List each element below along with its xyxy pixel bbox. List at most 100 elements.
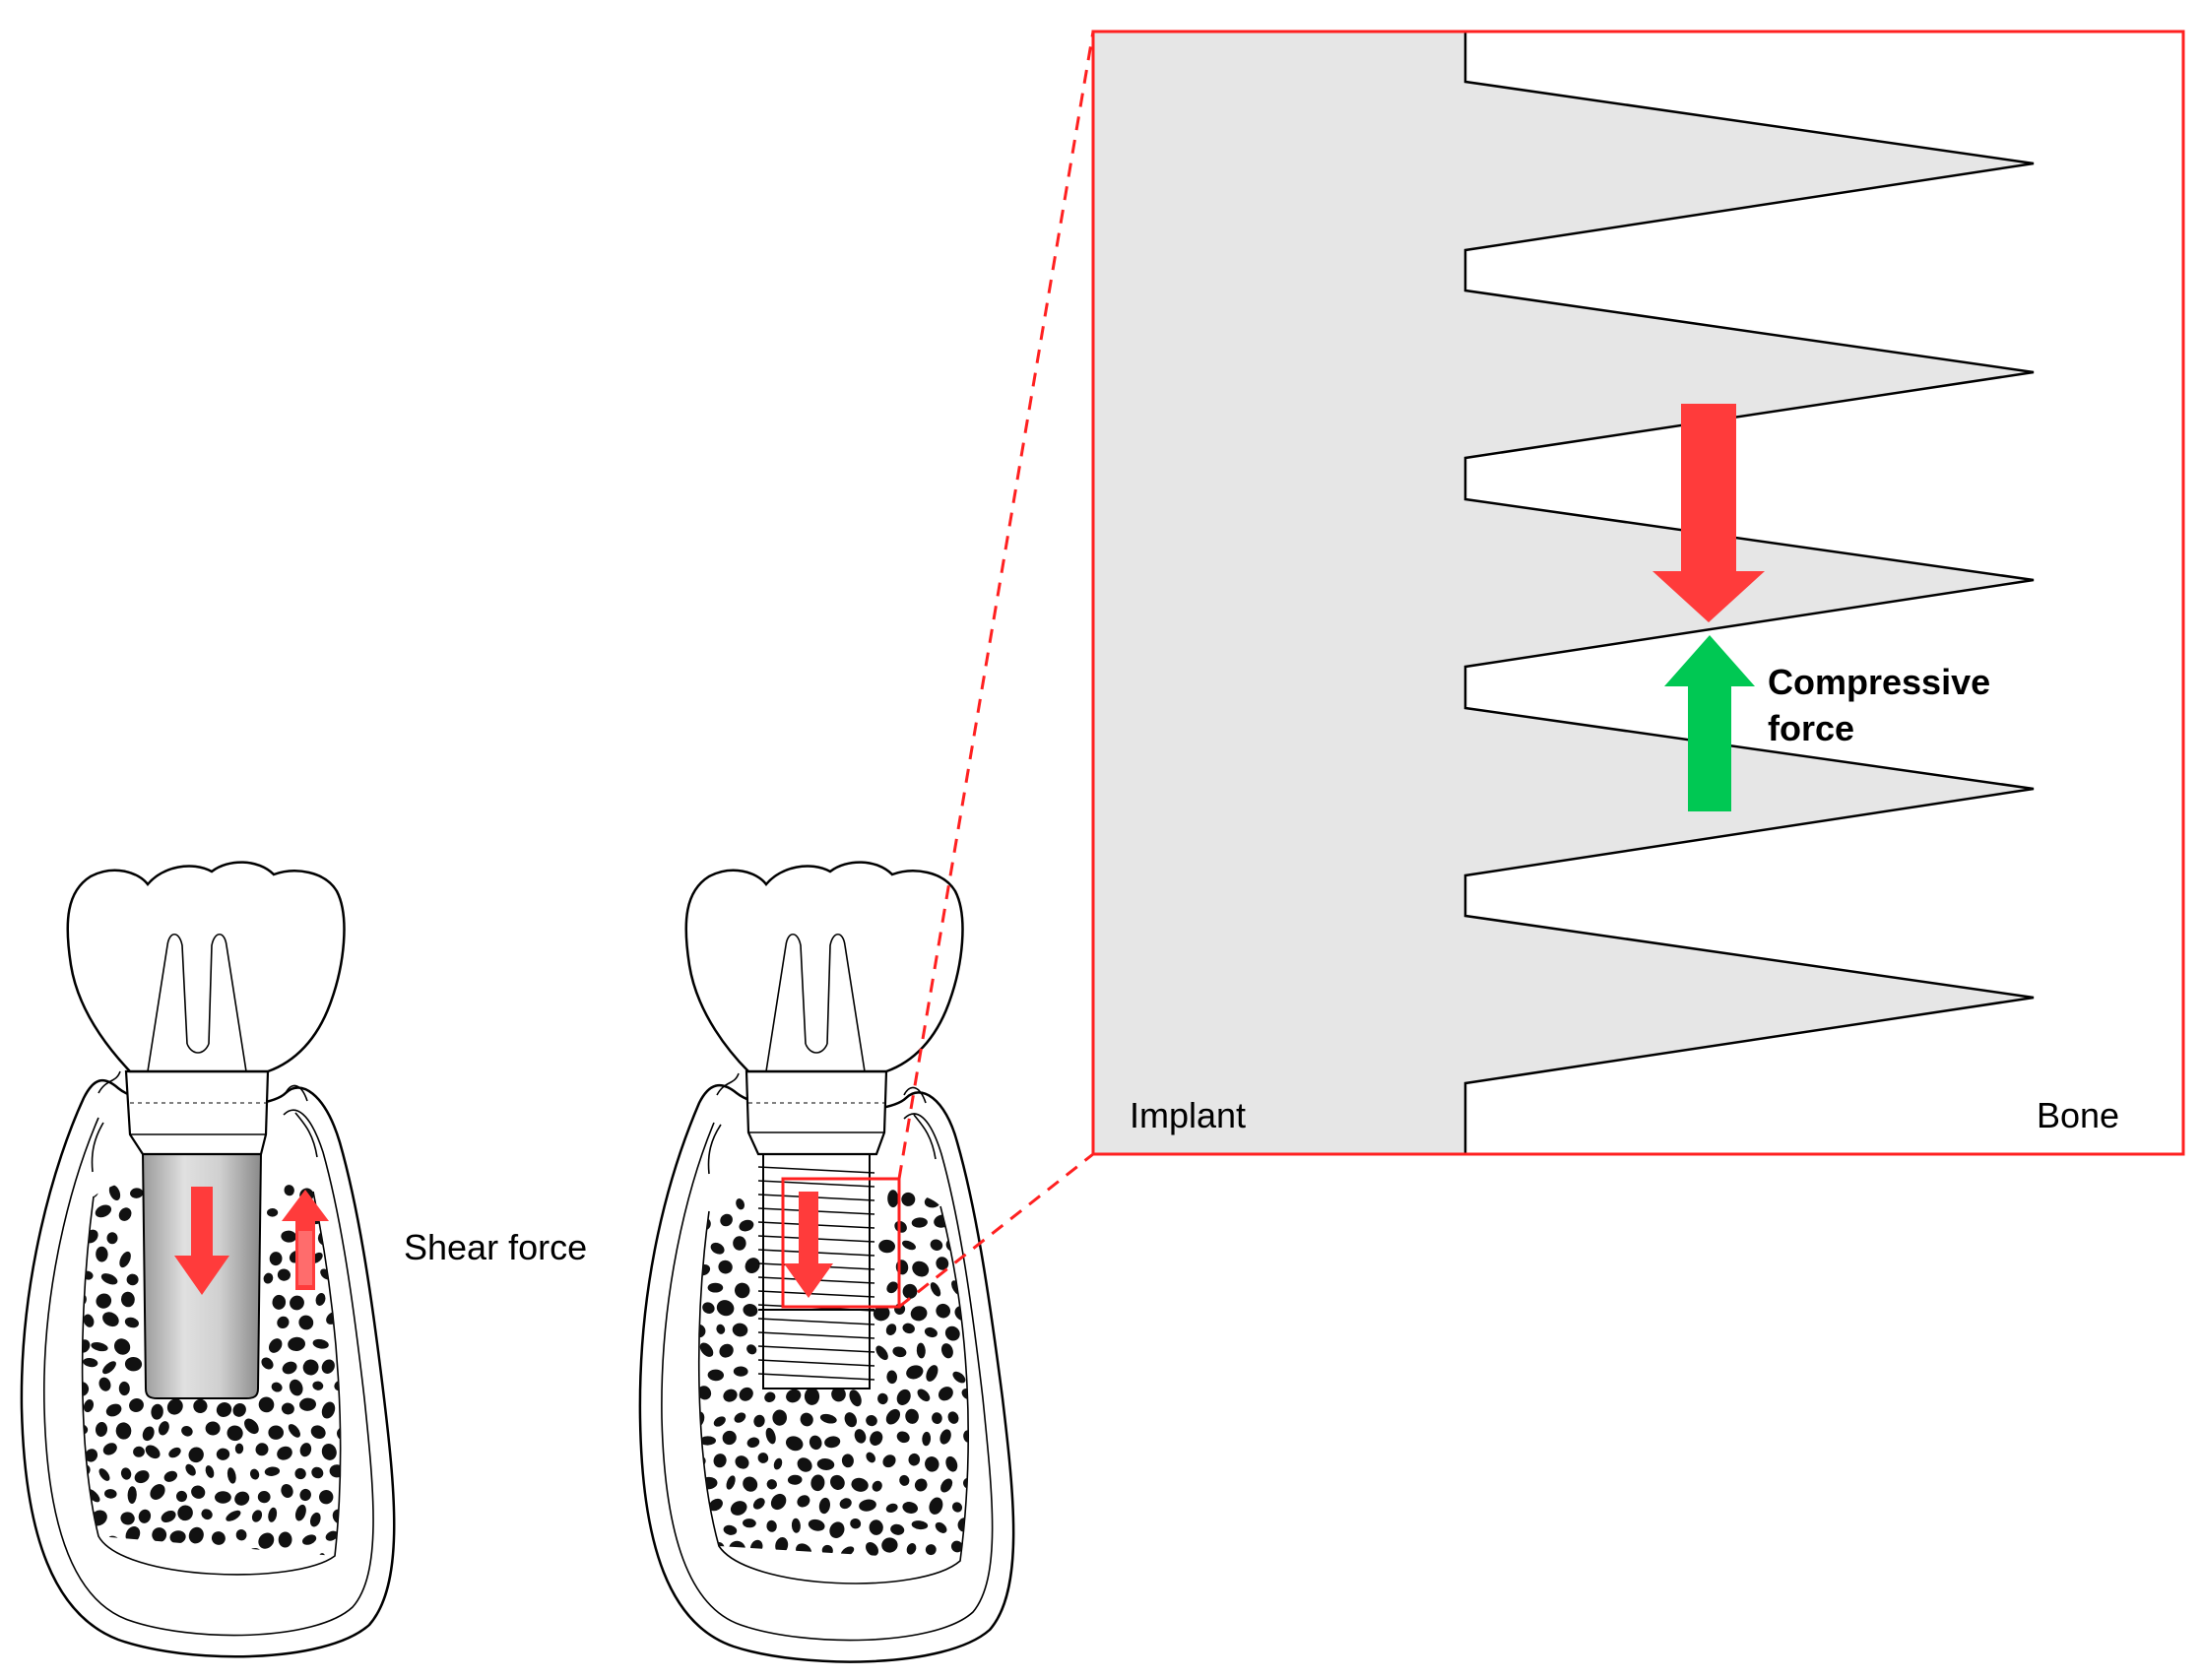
bone-pore	[906, 1543, 917, 1555]
bone-pore	[344, 1489, 362, 1504]
bone-pore	[849, 1389, 862, 1407]
bone-pore	[177, 1505, 193, 1521]
bone-pore	[342, 1399, 356, 1412]
bone-pore	[739, 1219, 754, 1232]
bone-pore	[830, 1474, 845, 1490]
bone-pore	[268, 1507, 278, 1522]
bone-pore	[82, 1552, 86, 1556]
trabecular-bone-middle	[676, 1190, 990, 1577]
bone-pore	[272, 1294, 287, 1310]
bone-pore	[914, 1559, 932, 1577]
bone-pore	[249, 1468, 260, 1480]
bone-pore	[859, 1499, 876, 1512]
bone-pore	[82, 1339, 91, 1353]
bone-pore	[302, 1359, 319, 1376]
bone-pore	[281, 1402, 294, 1415]
bone-pore	[124, 1317, 139, 1328]
bone-pore	[299, 1397, 316, 1411]
crown-left	[66, 861, 346, 1073]
bone-pore	[841, 1454, 854, 1468]
bone-pore	[245, 1547, 263, 1556]
bone-pore	[866, 1542, 878, 1556]
bone-pore	[935, 1521, 947, 1533]
bone-pore	[67, 1311, 79, 1325]
bone-pore	[232, 1402, 246, 1417]
cortical-outline-left	[81, 1191, 342, 1576]
bone-pore	[107, 1535, 120, 1546]
bone-pore	[708, 1498, 723, 1512]
bone-pore	[106, 1232, 118, 1245]
bone-pore	[940, 1478, 953, 1493]
bone-pore	[963, 1219, 969, 1233]
bone-pore	[939, 1429, 951, 1445]
bone-pore	[678, 1219, 692, 1233]
bone-pore	[124, 1356, 143, 1372]
bone-pore	[317, 1230, 335, 1247]
bone-pore	[193, 1398, 208, 1414]
bone-pore	[55, 1378, 67, 1388]
bone-pore	[161, 1510, 176, 1523]
bone-pore	[98, 1377, 111, 1391]
bone-pore	[743, 1304, 758, 1317]
bone-pore	[683, 1541, 701, 1560]
bone-pore	[100, 1273, 118, 1285]
bone-pore	[680, 1389, 692, 1400]
bone-pore	[277, 1268, 291, 1281]
bone-pore	[775, 1537, 789, 1554]
bone-pore	[716, 1300, 735, 1317]
bone-pore	[271, 1382, 283, 1392]
bone-pore	[267, 1207, 279, 1217]
bone-pore	[676, 1348, 691, 1364]
cortical-outline-middle	[697, 1205, 969, 1584]
bone-pore	[698, 1519, 707, 1531]
bone-pore	[102, 1443, 117, 1455]
bone-pore	[720, 1213, 733, 1227]
bone-pore	[181, 1551, 196, 1556]
bone-pore	[244, 1418, 259, 1435]
bone-pore	[138, 1509, 152, 1523]
bone-pore	[319, 1489, 334, 1505]
bone-pore	[321, 1359, 335, 1374]
bone-pore	[786, 1560, 797, 1561]
bone-pore	[910, 1306, 928, 1322]
bone-pore	[133, 1446, 145, 1457]
bone-pore	[329, 1464, 341, 1478]
bone-pore	[90, 1510, 107, 1526]
bone-pore	[175, 1490, 188, 1503]
bone-pore	[914, 1478, 928, 1492]
bone-pore	[83, 1314, 95, 1327]
bone-pore	[294, 1467, 306, 1480]
bone-pore	[82, 1293, 87, 1307]
bone-pore	[168, 1447, 181, 1458]
bone-pore	[311, 1466, 324, 1479]
bone-pore	[261, 1357, 274, 1370]
bone-pore	[278, 1531, 292, 1548]
bone-pore	[151, 1403, 163, 1420]
bone-pore	[120, 1467, 132, 1480]
bone-pore	[899, 1474, 910, 1486]
bone-pore	[808, 1518, 825, 1531]
bone-pore	[203, 1551, 221, 1556]
bone-pore	[125, 1526, 141, 1543]
bone-pore	[902, 1283, 918, 1299]
bone-pore	[726, 1475, 736, 1490]
bone-pore	[166, 1398, 183, 1415]
bone-pore	[263, 1272, 274, 1284]
bone-pore	[65, 1483, 82, 1499]
bone-pore	[967, 1498, 969, 1511]
bone-pore	[321, 1401, 336, 1419]
shear-arrow-up	[282, 1190, 329, 1290]
bone-pore	[129, 1398, 144, 1412]
bone-pore	[963, 1477, 969, 1489]
bone-pore	[332, 1509, 341, 1524]
bone-pore	[972, 1537, 990, 1556]
bone-pore	[707, 1282, 724, 1293]
bone-pore	[713, 1454, 727, 1468]
bone-pore	[872, 1480, 882, 1492]
bone-pore	[101, 1553, 111, 1556]
thread-line	[757, 1166, 875, 1174]
bone-pore	[936, 1303, 951, 1319]
bone-pore	[723, 1524, 738, 1535]
bone-pore	[906, 1365, 924, 1380]
